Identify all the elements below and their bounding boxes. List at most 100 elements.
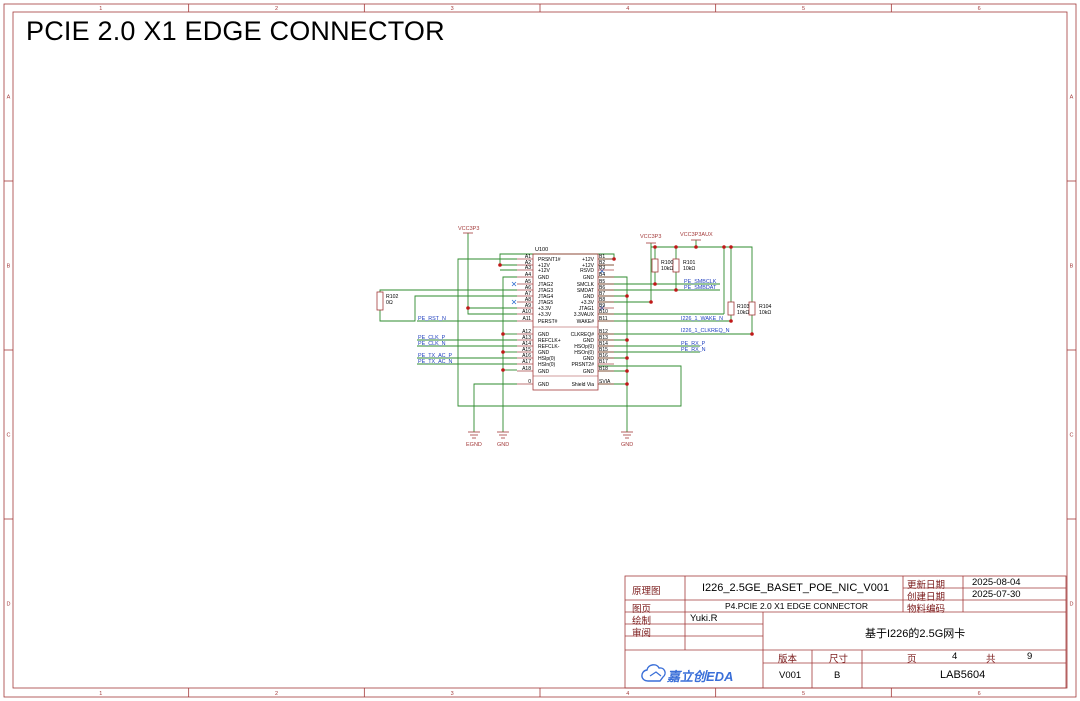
r102-value: 0Ω	[386, 300, 393, 306]
r101-value: 10kΩ	[683, 266, 695, 272]
connector-pin-number: A12	[522, 329, 531, 335]
tb-review-label: 审阅	[632, 628, 652, 639]
connector-pin-name: JTAG2	[538, 282, 553, 288]
connector-pin-name: 3.3VAUX	[574, 312, 595, 318]
connector-pin-number: B12	[599, 329, 608, 335]
connector-pin-number: A16	[522, 353, 531, 359]
r101-ref: R101	[683, 260, 696, 266]
tb-drawn-label: 绘制	[632, 616, 652, 627]
frame-row-label-left: B	[7, 264, 11, 270]
frame-col-label-top: 4	[626, 6, 629, 12]
frame-row-label-right: B	[1070, 264, 1074, 270]
vcc-right-label: VCC3P3	[640, 234, 661, 240]
connector-pin-name: GND	[583, 356, 595, 362]
connector-pin-name: PRSNT2#	[571, 362, 594, 368]
frame-row-label-right: A	[1070, 95, 1074, 101]
connector-pin-name: GND	[538, 369, 550, 375]
frame-col-label-top: 1	[99, 6, 102, 12]
connector-body	[532, 253, 599, 391]
frame-col-label-bottom: 4	[626, 691, 629, 697]
tb-project-desc: 基于I226的2.5G网卡	[865, 628, 966, 640]
connector-pin-number: A14	[522, 341, 531, 347]
connector-pin-number: B18	[599, 366, 608, 372]
egnd-label: EGND	[466, 442, 482, 448]
net-clkreq-n: I226_1_CLKREQ_N	[681, 328, 730, 334]
connector-pin-number: A18	[522, 366, 531, 372]
frame-col-label-top: 5	[802, 6, 805, 12]
tb-code-value: LAB5604	[940, 669, 986, 681]
tb-schematic-value: I226_2.5GE_BASET_POE_NIC_V001	[702, 582, 890, 594]
connector-pin-number: B4	[599, 272, 605, 278]
connector-pin-name: +12V	[538, 263, 550, 269]
connector-pin-name: HSOp(0)	[574, 344, 594, 350]
vcc-left-label: VCC3P3	[458, 226, 479, 232]
logo-text: 嘉立创EDA	[666, 669, 733, 684]
tb-part-no-label: 物料编码	[907, 604, 946, 615]
tb-page-word: 页	[907, 654, 917, 665]
connector-pin-name: WAKE#	[577, 319, 595, 325]
gnd-label-2: GND	[621, 442, 633, 448]
r102-ref: R102	[386, 294, 399, 300]
connector-pin-number: A4	[525, 272, 531, 278]
tb-size-label: 尺寸	[829, 654, 849, 665]
connector-pin-number: B7	[599, 291, 605, 297]
connector-pin-name: HSIn(0)	[538, 362, 556, 368]
r100-ref: R100	[661, 260, 674, 266]
page-title: PCIE 2.0 X1 EDGE CONNECTOR	[26, 16, 445, 46]
frame-col-label-top: 3	[451, 6, 454, 12]
frame-row-label-left: D	[7, 602, 11, 608]
tb-page-value: P4.PCIE 2.0 X1 EDGE CONNECTOR	[725, 601, 868, 611]
connector-pin-name: HSIp(0)	[538, 356, 556, 362]
connector-pin-name: RSVD	[580, 268, 594, 274]
net-pe-tx-ac-n: PE_TX_AC_N	[418, 359, 453, 365]
connector-pin-number: A11	[522, 316, 531, 322]
connector-pin-number: A5	[525, 279, 531, 285]
connector-pin-number: A10	[522, 309, 531, 315]
net-pe-rst-n: PE_RST_N	[418, 316, 446, 322]
tb-total-pages: 9	[1027, 651, 1033, 662]
tb-page-label: 图页	[632, 604, 652, 615]
wires	[379, 233, 753, 432]
tb-drawn-value: Yuki.R	[690, 613, 718, 624]
gnd-label-1: GND	[497, 442, 509, 448]
connector-pin-name: JTAG4	[538, 294, 553, 300]
r104-ref: R104	[759, 304, 772, 310]
net-pe-smbdat: PE_SMBDAT	[684, 285, 717, 291]
tb-size-value: B	[834, 670, 841, 681]
connector-pin-name: +3.3V	[538, 306, 552, 312]
r103-ref: R103	[737, 304, 750, 310]
connector-pin-number: A13	[522, 335, 531, 341]
frame-col-label-bottom: 1	[99, 691, 102, 697]
frame-col-label-bottom: 5	[802, 691, 805, 697]
connector-pin-name: REFCLK+	[538, 338, 561, 344]
r100-value: 10kΩ	[661, 266, 673, 272]
connector-pin-number: 0	[528, 379, 531, 385]
tb-version-label: 版本	[778, 654, 798, 665]
connector-pin-number: B10	[599, 309, 608, 315]
connector-pin-number: B3	[599, 265, 605, 271]
logo-cloud-icon	[641, 664, 666, 682]
connector-pin-name: REFCLK-	[538, 344, 560, 350]
connector-pin-number: B15	[599, 347, 608, 353]
connector-pin-number: B16	[599, 353, 608, 359]
net-labels: PE_RST_N PE_CLK_P PE_CLK_N PE_TX_AC_P PE…	[418, 279, 730, 365]
frame-col-label-bottom: 3	[451, 691, 454, 697]
power-symbols	[463, 232, 701, 244]
tb-page-num: 4	[952, 651, 958, 662]
frame-grid-ticks	[4, 4, 1076, 697]
connector-pin-name: +12V	[582, 257, 594, 263]
connector-pin-number: B8	[599, 297, 605, 303]
connector-pin-name: GND	[538, 332, 550, 338]
frame-col-label-top: 2	[275, 6, 278, 12]
net-wake-n: I226_1_WAKE_N	[681, 316, 723, 322]
r104-value: 10kΩ	[759, 310, 771, 316]
connector-pin-name: HSOn(0)	[574, 350, 594, 356]
vcc-aux-label: VCC3P3AUX	[680, 232, 713, 238]
connector-pin-name: GND	[538, 275, 550, 281]
connector-pin-name: JTAG3	[538, 288, 553, 294]
connector-pin-number: A1	[525, 254, 531, 260]
connector-pin-name: PRSNT1#	[538, 257, 561, 263]
connector-pin-number: A17	[522, 359, 531, 365]
